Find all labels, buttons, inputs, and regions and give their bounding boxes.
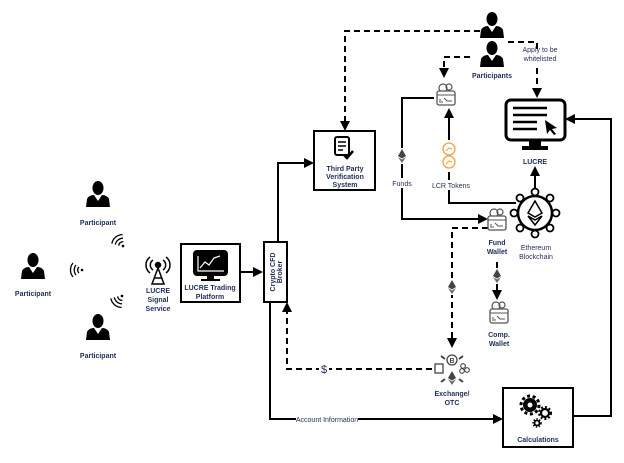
participants-group: Participants [472,12,512,80]
signal-waves-icon [109,232,130,253]
broker-label-1: Crypto CFD [270,253,277,292]
trading-platform-label-1: LUCRE Trading [184,285,235,292]
person-icon [480,41,504,67]
signal-waves-icon [69,262,84,278]
participant-bottom: Participant [80,314,117,360]
exchange-label-2: OTC [445,400,460,407]
calculations-to-lucre-line [565,114,612,417]
comp-wallet[interactable]: Comp. Wallet [488,301,510,348]
antenna-icon [145,256,171,285]
monitor-cursor-icon [504,98,567,150]
wallet-icon [487,208,507,231]
apply-whitelist-dashed [508,41,538,52]
ethereum-blockchain[interactable]: Ethereum Blockchain [509,187,561,262]
fund-wallet-to-exchange-dashed [447,227,488,348]
comp-wallet-label-2: Wallet [489,341,510,348]
fund-wallet[interactable]: Fund Wallet [487,208,508,256]
participants-to-wallet-dashed [439,56,470,78]
dollar-label: $ [321,364,327,376]
participant-to-verification-dashed [340,30,480,131]
chart-monitor-icon [193,250,228,281]
signal-service: LUCRE Signal Service [145,256,171,313]
participants-label: Participants [472,73,512,80]
ethereum-label-2: Blockchain [519,254,553,261]
apply-whitelist-label-2: whitelisted [523,56,557,63]
fund-wallet-label-2: Wallet [487,249,508,256]
ethereum-label-1: Ethereum [521,245,552,252]
participant-left: Participant [15,253,52,298]
comp-wallet-label-1: Comp. [488,332,510,339]
participant-label: Participant [80,353,117,360]
gears-icon [519,394,552,428]
fund-wallet-label-1: Fund [488,240,505,247]
verification-label-2: Verification [326,174,364,181]
person-icon [86,181,110,207]
exchange-label-1: Exchange/ [434,391,469,398]
lcr-token-coins-icon [441,140,457,172]
signal-service-label-2: Signal [147,297,168,304]
calculations-box[interactable]: Calculations [502,387,574,448]
broker-to-verification-arrow [277,158,314,242]
wallet-icon [436,83,456,106]
signal-waves-icon [108,289,129,310]
account-information-line [269,302,503,424]
person-icon [86,314,110,340]
participant-label: Participant [15,291,52,298]
participant-label: Participant [80,220,117,227]
verification-label-3: System [333,182,358,189]
broker-label-2: Broker [277,260,284,283]
calculations-label: Calculations [517,437,559,444]
funds-label: Funds [392,181,412,188]
trading-platform-label-2: Platform [196,294,224,301]
third-party-verification-box[interactable]: Third Party Verification System [313,130,376,191]
account-information-label: Account Information [296,417,358,424]
document-check-icon [334,136,354,160]
participant-top: Participant [80,181,117,227]
exchange-to-broker-dashed [282,302,432,370]
apply-whitelist-label-1: Apply to be [522,47,557,54]
crypto-cfd-broker-box[interactable]: Crypto CFD Broker [263,241,288,303]
trading-platform-box[interactable]: LUCRE Trading Platform [180,243,241,303]
verification-label-1: Third Party [327,166,364,173]
lcr-tokens-label: LCR Tokens [432,183,471,190]
exchange-otc[interactable]: B Exchange/ OTC [434,354,470,407]
person-icon [480,12,504,38]
signal-service-label-3: Service [146,306,171,313]
ethereum-network-icon [509,187,561,239]
signal-service-label-1: LUCRE [146,288,170,295]
lucre-platform[interactable]: LUCRE [504,98,567,166]
lucre-label: LUCRE [523,159,547,166]
person-icon [21,253,45,279]
crypto-exchange-icon: B [434,354,470,385]
svg-text:B: B [449,358,454,365]
wallet-icon [489,301,509,324]
